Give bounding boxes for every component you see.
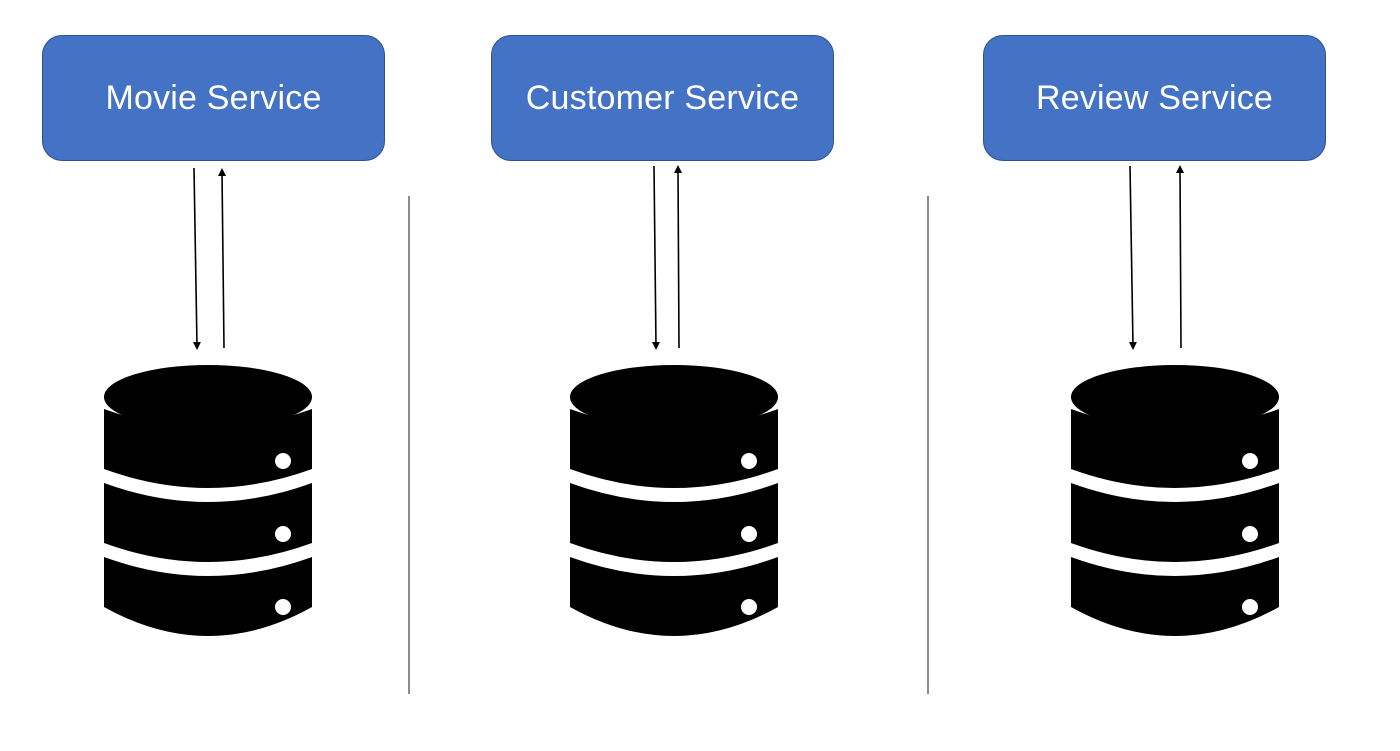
- review-service-label: Review Service: [1035, 78, 1274, 117]
- database-icon: [104, 365, 312, 636]
- response-arrow: [674, 165, 683, 349]
- customer-service-box: Customer Service: [491, 35, 834, 161]
- request-arrow: [651, 165, 660, 350]
- review-service-box: Review Service: [983, 35, 1326, 161]
- column-divider: [927, 196, 929, 694]
- database-icon: [570, 365, 778, 636]
- request-arrow: [1128, 165, 1137, 350]
- database-icon: [1071, 365, 1279, 636]
- response-arrow: [218, 168, 227, 349]
- movie-service-box: Movie Service: [42, 35, 385, 161]
- movie-service-label: Movie Service: [105, 78, 322, 117]
- customer-service-label: Customer Service: [525, 78, 800, 117]
- request-arrow: [192, 167, 201, 350]
- response-arrow: [1176, 165, 1185, 349]
- column-divider: [408, 196, 410, 694]
